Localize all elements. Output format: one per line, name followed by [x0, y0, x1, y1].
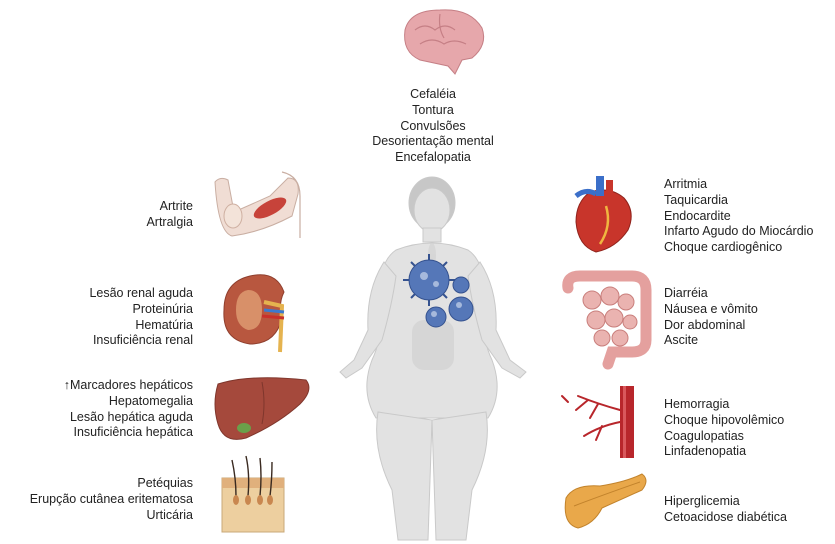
pancreas-symptom: Hiperglicemia — [664, 494, 814, 510]
pancreas-symptoms: Hiperglicemia Cetoacidose diabética — [664, 494, 814, 526]
pancreas-symptom: Cetoacidose diabética — [664, 510, 814, 526]
